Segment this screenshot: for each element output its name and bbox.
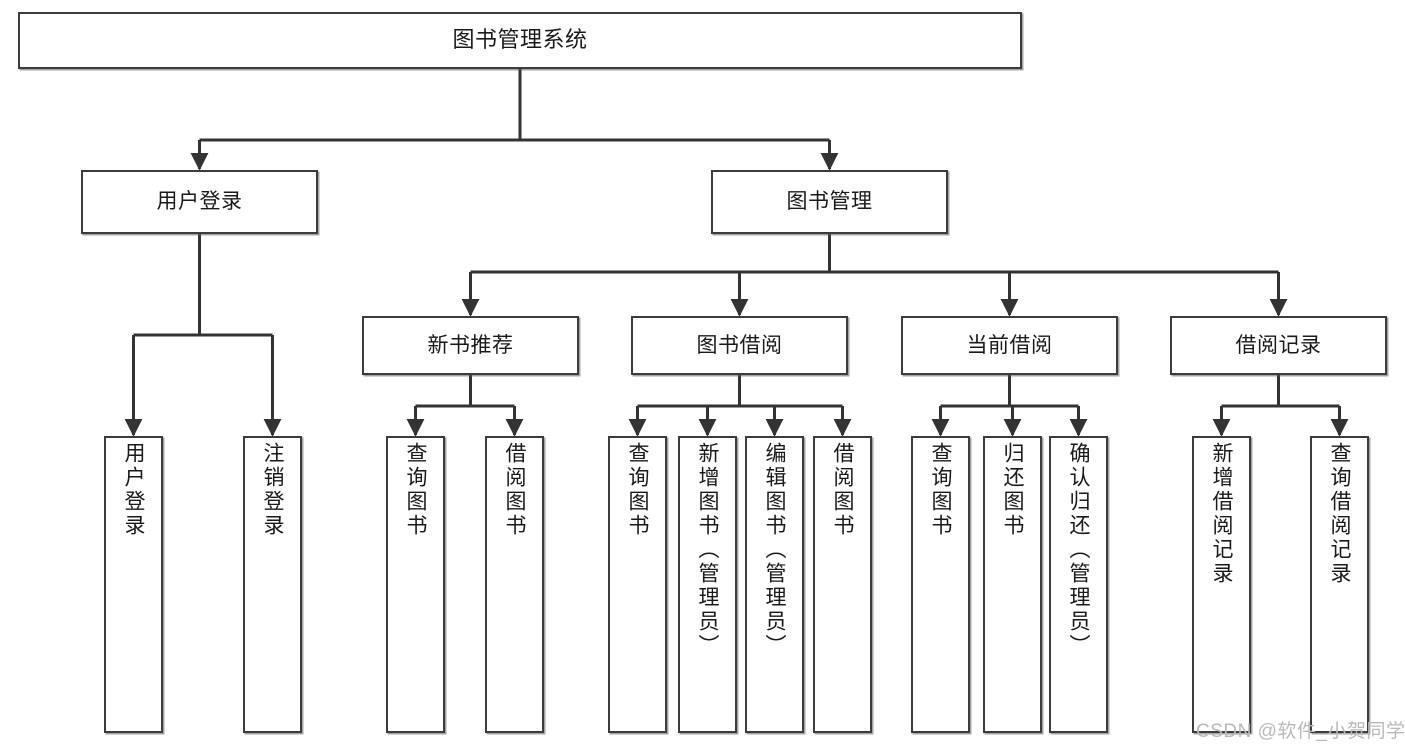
leaf-borrow-book[interactable]: 借阅图书 [813,436,872,733]
leaf-confirm-return-admin[interactable]: 确认归还（管理员） [1049,436,1108,733]
leaf-query-borrow-record[interactable]: 查询借阅记录 [1310,436,1369,733]
node-label: 借阅图书 [831,442,854,538]
node-label: 注销登录 [261,442,284,538]
node-label: 查询图书 [626,442,649,538]
leaf-add-borrow-record[interactable]: 新增借阅记录 [1192,436,1251,733]
node-label: 查询图书 [929,442,952,538]
node-label: 查询借阅记录 [1328,442,1351,586]
node-book-management[interactable]: 图书管理 [711,170,948,234]
node-label: 确认归还（管理员） [1067,442,1090,658]
leaf-borrow-books-recommend[interactable]: 借阅图书 [485,436,544,733]
node-new-book-recommendation[interactable]: 新书推荐 [362,316,579,375]
node-book-borrowing[interactable]: 图书借阅 [631,316,848,375]
leaf-query-books-current[interactable]: 查询图书 [911,436,970,733]
leaf-edit-book-admin[interactable]: 编辑图书（管理员） [745,436,804,733]
node-label: 查询图书 [404,442,427,538]
leaf-logout[interactable]: 注销登录 [243,436,302,733]
node-label: 图书管理 [786,190,873,214]
node-label: 新书推荐 [427,333,514,357]
node-label: 图书管理系统 [452,27,588,53]
node-user-login[interactable]: 用户登录 [81,170,318,234]
node-label: 图书借阅 [696,333,783,357]
node-root[interactable]: 图书管理系统 [18,12,1022,69]
node-label: 归还图书 [1001,442,1024,538]
node-label: 用户登录 [122,442,145,538]
leaf-add-book-admin[interactable]: 新增图书（管理员） [678,436,737,733]
node-label: 新增借阅记录 [1210,442,1233,586]
node-label: 用户登录 [156,190,243,214]
leaf-user-login[interactable]: 用户登录 [104,436,163,733]
node-label: 借阅记录 [1235,333,1322,357]
leaf-query-books-borrow[interactable]: 查询图书 [608,436,667,733]
node-borrowing-records[interactable]: 借阅记录 [1170,316,1387,375]
node-label: 借阅图书 [503,442,526,538]
leaf-return-book[interactable]: 归还图书 [983,436,1042,733]
node-current-borrowing[interactable]: 当前借阅 [901,316,1118,375]
node-label: 新增图书（管理员） [696,442,719,658]
node-label: 当前借阅 [966,333,1053,357]
node-label: 编辑图书（管理员） [763,442,786,658]
leaf-query-books-recommend[interactable]: 查询图书 [386,436,445,733]
